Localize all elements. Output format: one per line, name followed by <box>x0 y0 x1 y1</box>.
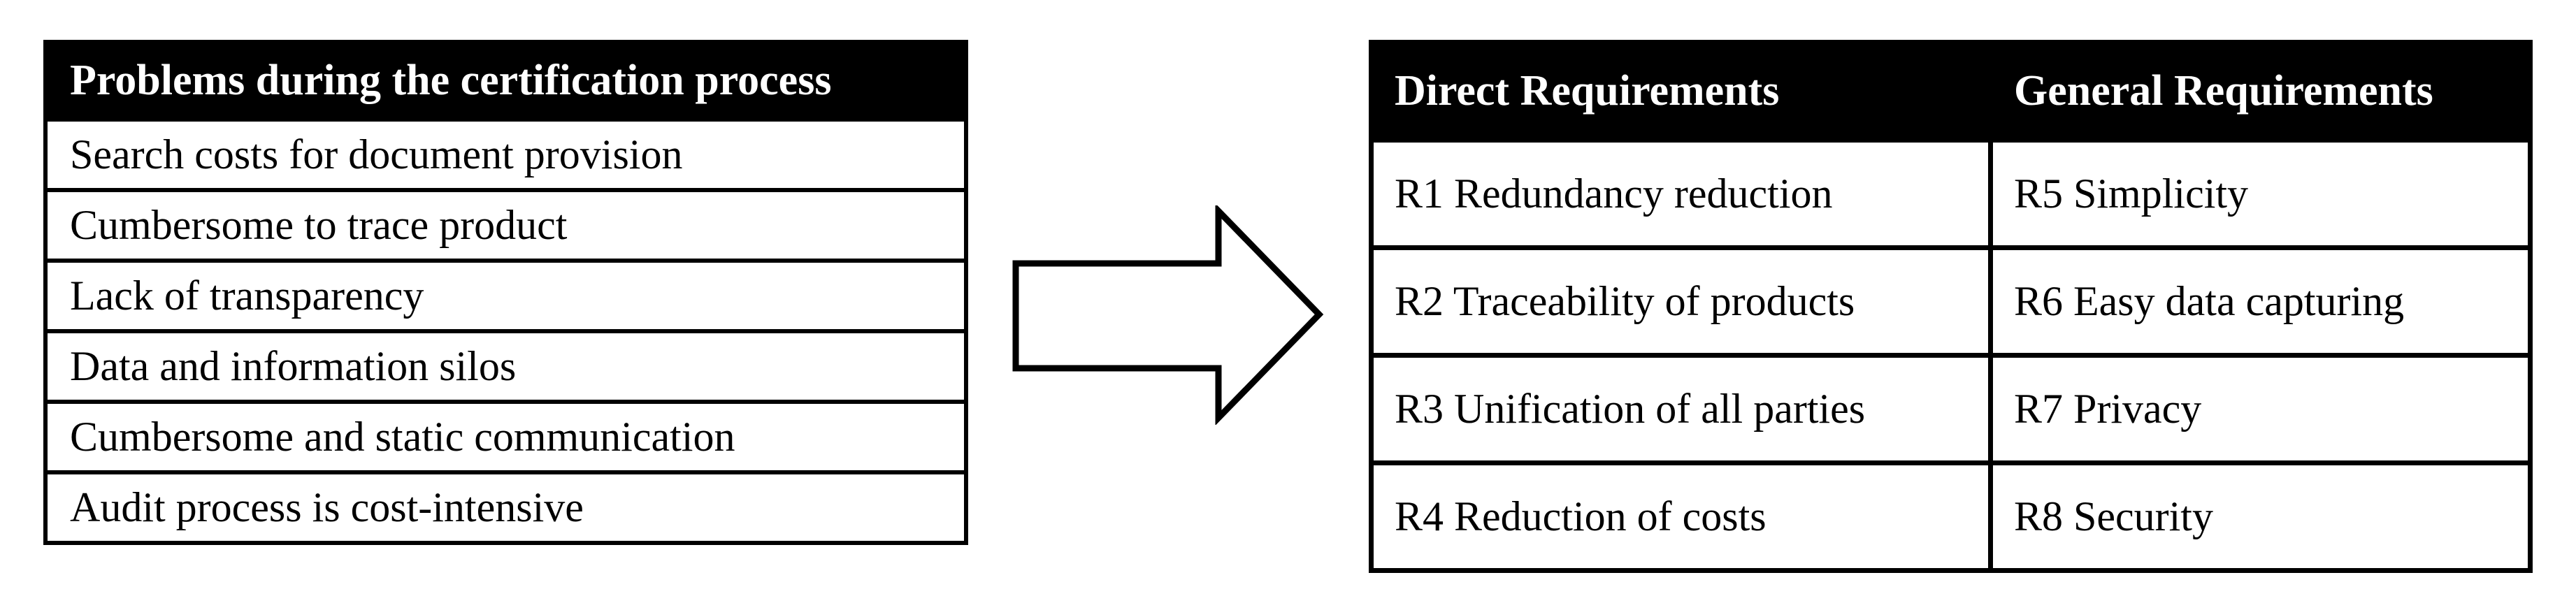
table-row: Cumbersome and static communication <box>48 400 964 470</box>
table-row: R2 Traceability of products R6 Easy data… <box>1374 245 2528 353</box>
table-row: R1 Redundancy reduction R5 Simplicity <box>1374 138 2528 245</box>
table-cell: R7 Privacy <box>1988 353 2528 460</box>
table-cell: R3 Unification of all parties <box>1374 353 1988 460</box>
problems-table-header: Problems during the certification proces… <box>48 44 964 117</box>
table-cell: R2 Traceability of products <box>1374 245 1988 353</box>
requirements-table: Direct Requirements General Requirements… <box>1369 40 2533 573</box>
table-row: R4 Reduction of costs R8 Security <box>1374 460 2528 568</box>
table-cell: R5 Simplicity <box>1988 138 2528 245</box>
table-row: Audit process is cost-intensive <box>48 470 964 541</box>
table-row: Lack of transparency <box>48 259 964 329</box>
problems-table: Problems during the certification proces… <box>43 40 968 545</box>
table-cell: R6 Easy data capturing <box>1988 245 2528 353</box>
right-arrow-icon <box>1012 205 1324 425</box>
table-cell: R8 Security <box>1988 460 2528 568</box>
table-row: R3 Unification of all parties R7 Privacy <box>1374 353 2528 460</box>
table-row: Data and information silos <box>48 329 964 400</box>
requirements-header-row: Direct Requirements General Requirements <box>1374 45 2528 138</box>
table-cell: R1 Redundancy reduction <box>1374 138 1988 245</box>
table-row: Cumbersome to trace product <box>48 188 964 259</box>
direct-requirements-header: Direct Requirements <box>1374 45 1988 138</box>
table-row: Search costs for document provision <box>48 117 964 188</box>
table-cell: R4 Reduction of costs <box>1374 460 1988 568</box>
general-requirements-header: General Requirements <box>1988 45 2528 138</box>
